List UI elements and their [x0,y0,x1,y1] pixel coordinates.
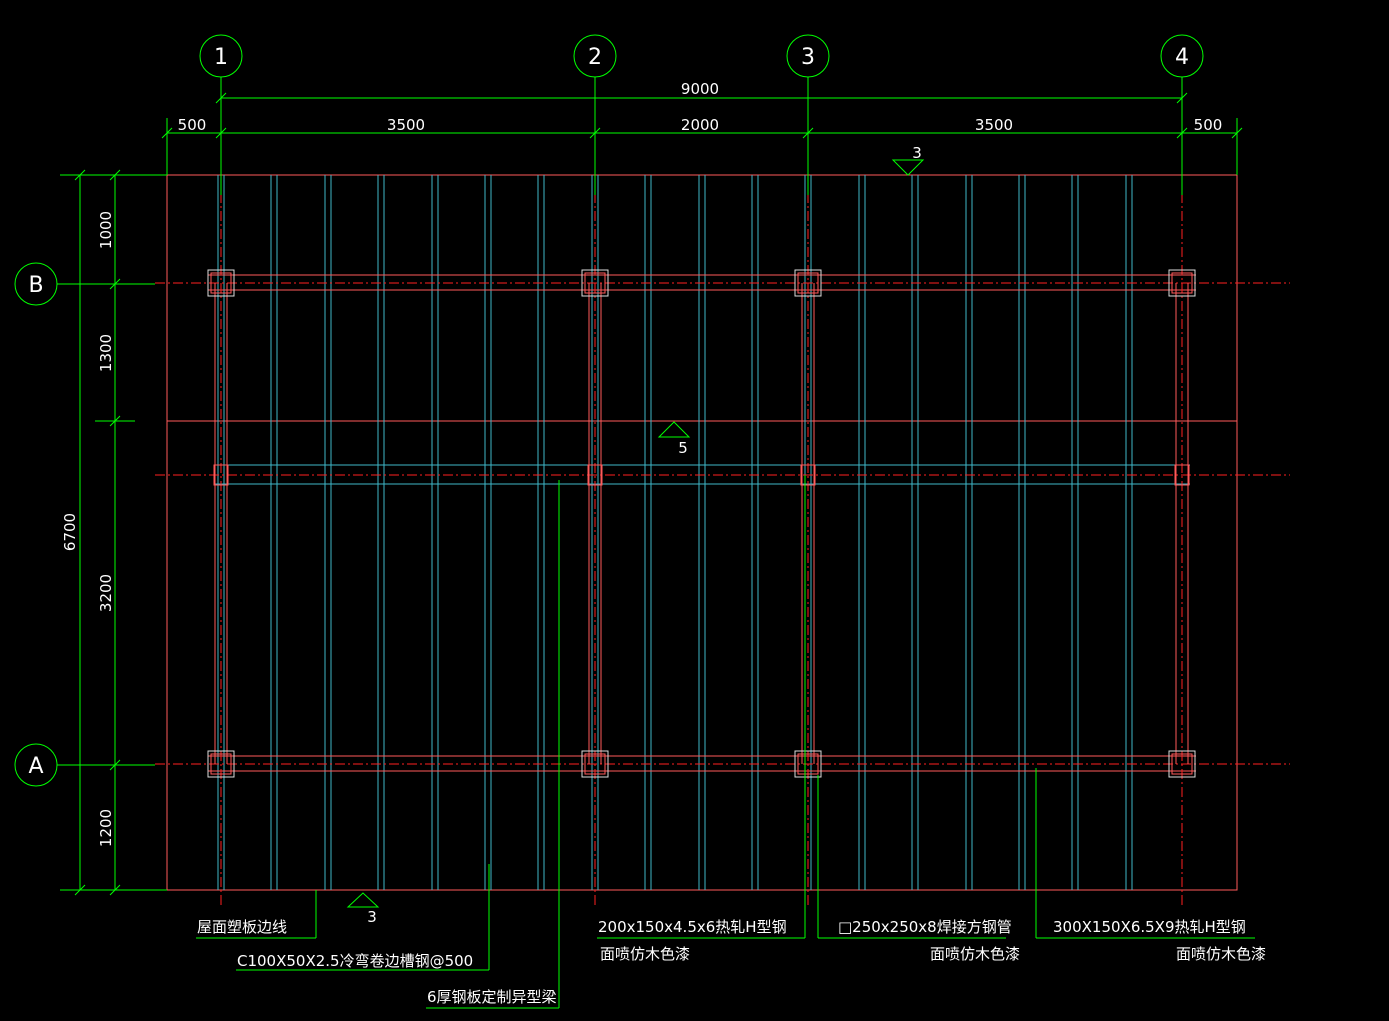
label-h-steel-large-finish: 面喷仿木色漆 [1176,945,1266,963]
left-dimensions: 6700 1000 1300 3200 1200 [60,169,167,896]
row-axis-bubbles: B A [14,262,155,787]
section-mark-middle: 5 [657,421,691,457]
column-square [1168,269,1196,297]
roof-outline [166,174,1238,891]
column-squares [207,269,1196,778]
purlin-lines [217,175,1133,890]
column-square [1168,750,1196,778]
column-square-inner [210,753,232,775]
axis-label-1: 1 [214,45,228,70]
dim-top-segment-2: 3500 [387,116,425,134]
beams [155,274,1290,772]
column-square-inner [797,753,819,775]
column-square-inner [584,272,606,294]
section-mark-bottom: 3 [346,892,380,926]
section-mark-bottom-label: 3 [367,908,377,926]
column-joint [1174,464,1190,486]
dim-top-segment-5: 500 [1194,116,1223,134]
dim-top-segment-1: 500 [178,116,207,134]
dim-left-segment-3: 3200 [97,574,115,612]
label-channel-steel: C100X50X2.5冷弯卷边槽钢@500 [237,952,473,970]
column-frames [214,175,1189,905]
dim-top-segment-4: 3500 [975,116,1013,134]
axis-label-b: B [28,273,43,298]
column-joint [800,464,816,486]
column-square-inner [210,272,232,294]
axis-label-4: 4 [1175,45,1189,70]
column-joint [213,464,229,486]
annotations: 屋面塑板边线 C100X50X2.5冷弯卷边槽钢@500 6厚钢板定制异型梁 2… [196,475,1266,1009]
column-square [794,750,822,778]
label-square-tube: □250x250x8焊接方钢管 [838,918,1012,936]
axis-label-3: 3 [801,45,815,70]
column-joint [587,464,603,486]
column-axis-bubbles: 1 2 3 4 [199,34,1204,195]
column-square [207,269,235,297]
column-square-inner [1171,272,1193,294]
label-h-steel-small: 200x150x4.5x6热轧H型钢 [598,918,787,936]
axis-label-a: A [28,754,43,779]
dim-left-segment-4: 1200 [97,809,115,847]
column-square-inner [1171,753,1193,775]
column-square [581,750,609,778]
label-h-steel-small-finish: 面喷仿木色漆 [600,945,690,963]
dim-overall-width: 9000 [681,80,719,98]
section-mark-top-label: 3 [912,144,922,162]
column-square [207,750,235,778]
dim-overall-height: 6700 [61,513,79,551]
top-dimensions: 9000 500 3500 2000 3500 500 [161,80,1243,175]
dim-top-segment-3: 2000 [681,116,719,134]
dim-left-segment-2: 1300 [97,334,115,372]
label-square-tube-finish: 面喷仿木色漆 [930,945,1020,963]
label-roof-edge: 屋面塑板边线 [197,918,287,936]
dim-left-segment-1: 1000 [97,211,115,249]
label-h-steel-large: 300X150X6.5X9热轧H型钢 [1053,918,1246,936]
label-steel-beam: 6厚钢板定制异型梁 [427,988,557,1006]
section-mark-top: 3 [891,144,925,176]
section-mark-middle-label: 5 [678,439,688,457]
axis-label-2: 2 [588,45,602,70]
column-square [794,269,822,297]
column-square [581,269,609,297]
column-square-inner [797,272,819,294]
column-square-inner [584,753,606,775]
